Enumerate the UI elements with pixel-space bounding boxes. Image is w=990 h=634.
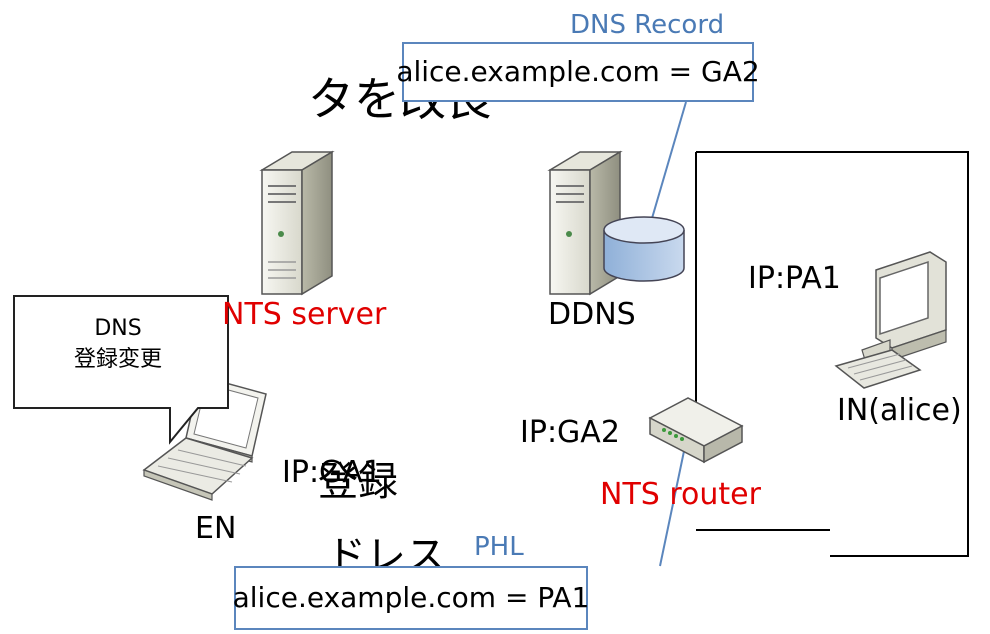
in-name-label: IN(alice) [837,393,962,428]
router-ip-label: IP:GA2 [520,415,620,450]
phl-caption: PHL [474,532,524,562]
nts-server-label: NTS server [222,297,387,332]
bubble-text-line2: 登録変更 [73,347,162,372]
en-ip-label: IP:GA1 [282,455,382,490]
dns-record-caption: DNS Record [570,10,725,40]
bubble-text-line1: DNS [94,316,142,341]
nts-router-label: NTS router [600,477,761,512]
en-name-label: EN [195,511,237,546]
server-icon [259,150,335,296]
speech-bubble [13,295,229,445]
desktop-pc-icon [834,251,947,389]
bullet-fragment-registration: 登録 [318,459,398,505]
ddns-label: DDNS [548,297,636,332]
phl-connector [659,431,689,567]
in-ip-label: IP:PA1 [748,261,841,296]
dns-record-connector [647,101,687,233]
private-network-boundary [695,151,969,557]
router-icon [648,397,744,464]
phl-box: alice.example.com = PA1 [233,566,589,630]
database-server-icon [547,150,685,296]
dns-record-box: alice.example.com = GA2 [396,42,760,102]
